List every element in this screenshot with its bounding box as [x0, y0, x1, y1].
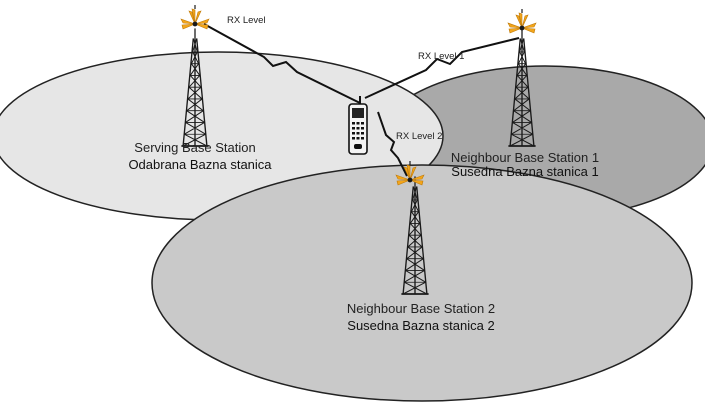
rx-level-2-link — [377, 111, 408, 177]
serving-station-name-en: Serving Base Station — [134, 140, 255, 155]
neighbour1-station-name-en: Neighbour Base Station 1 — [451, 150, 599, 165]
mobile-phone-icon — [348, 96, 368, 155]
rx-level-link — [203, 23, 361, 104]
rx-level-1-link — [364, 37, 520, 99]
neighbour2-station-name-en: Neighbour Base Station 2 — [347, 301, 495, 316]
rx-level-1-label: RX Level 1 — [418, 51, 464, 62]
neighbour1-station-name-sr: Susedna Bazna stanica 1 — [451, 164, 598, 179]
serving-station-name-sr: Odabrana Bazna stanica — [128, 157, 272, 172]
rx-level-label: RX Level — [227, 15, 266, 26]
neighbour2-cell — [151, 164, 693, 402]
rx-level-2-label: RX Level 2 — [396, 131, 442, 142]
neighbour2-station-name-sr: Susedna Bazna stanica 2 — [347, 318, 494, 333]
